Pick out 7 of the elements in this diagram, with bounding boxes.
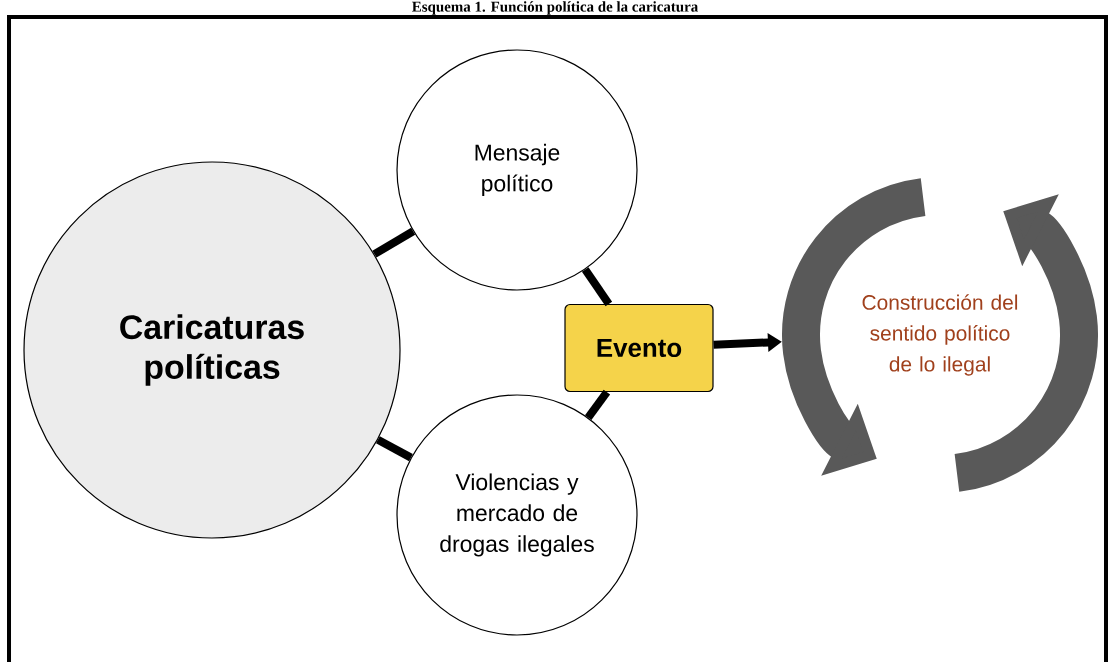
connector-line <box>375 436 413 462</box>
title: Esquema 1. Función política de la caricatura <box>412 1 698 15</box>
connector-line <box>581 267 613 307</box>
event-box: Evento <box>564 303 714 393</box>
connector-line <box>372 227 416 258</box>
result-text: Construcción del sentido político de lo ilegal <box>862 294 1018 376</box>
connector-line <box>584 389 611 420</box>
